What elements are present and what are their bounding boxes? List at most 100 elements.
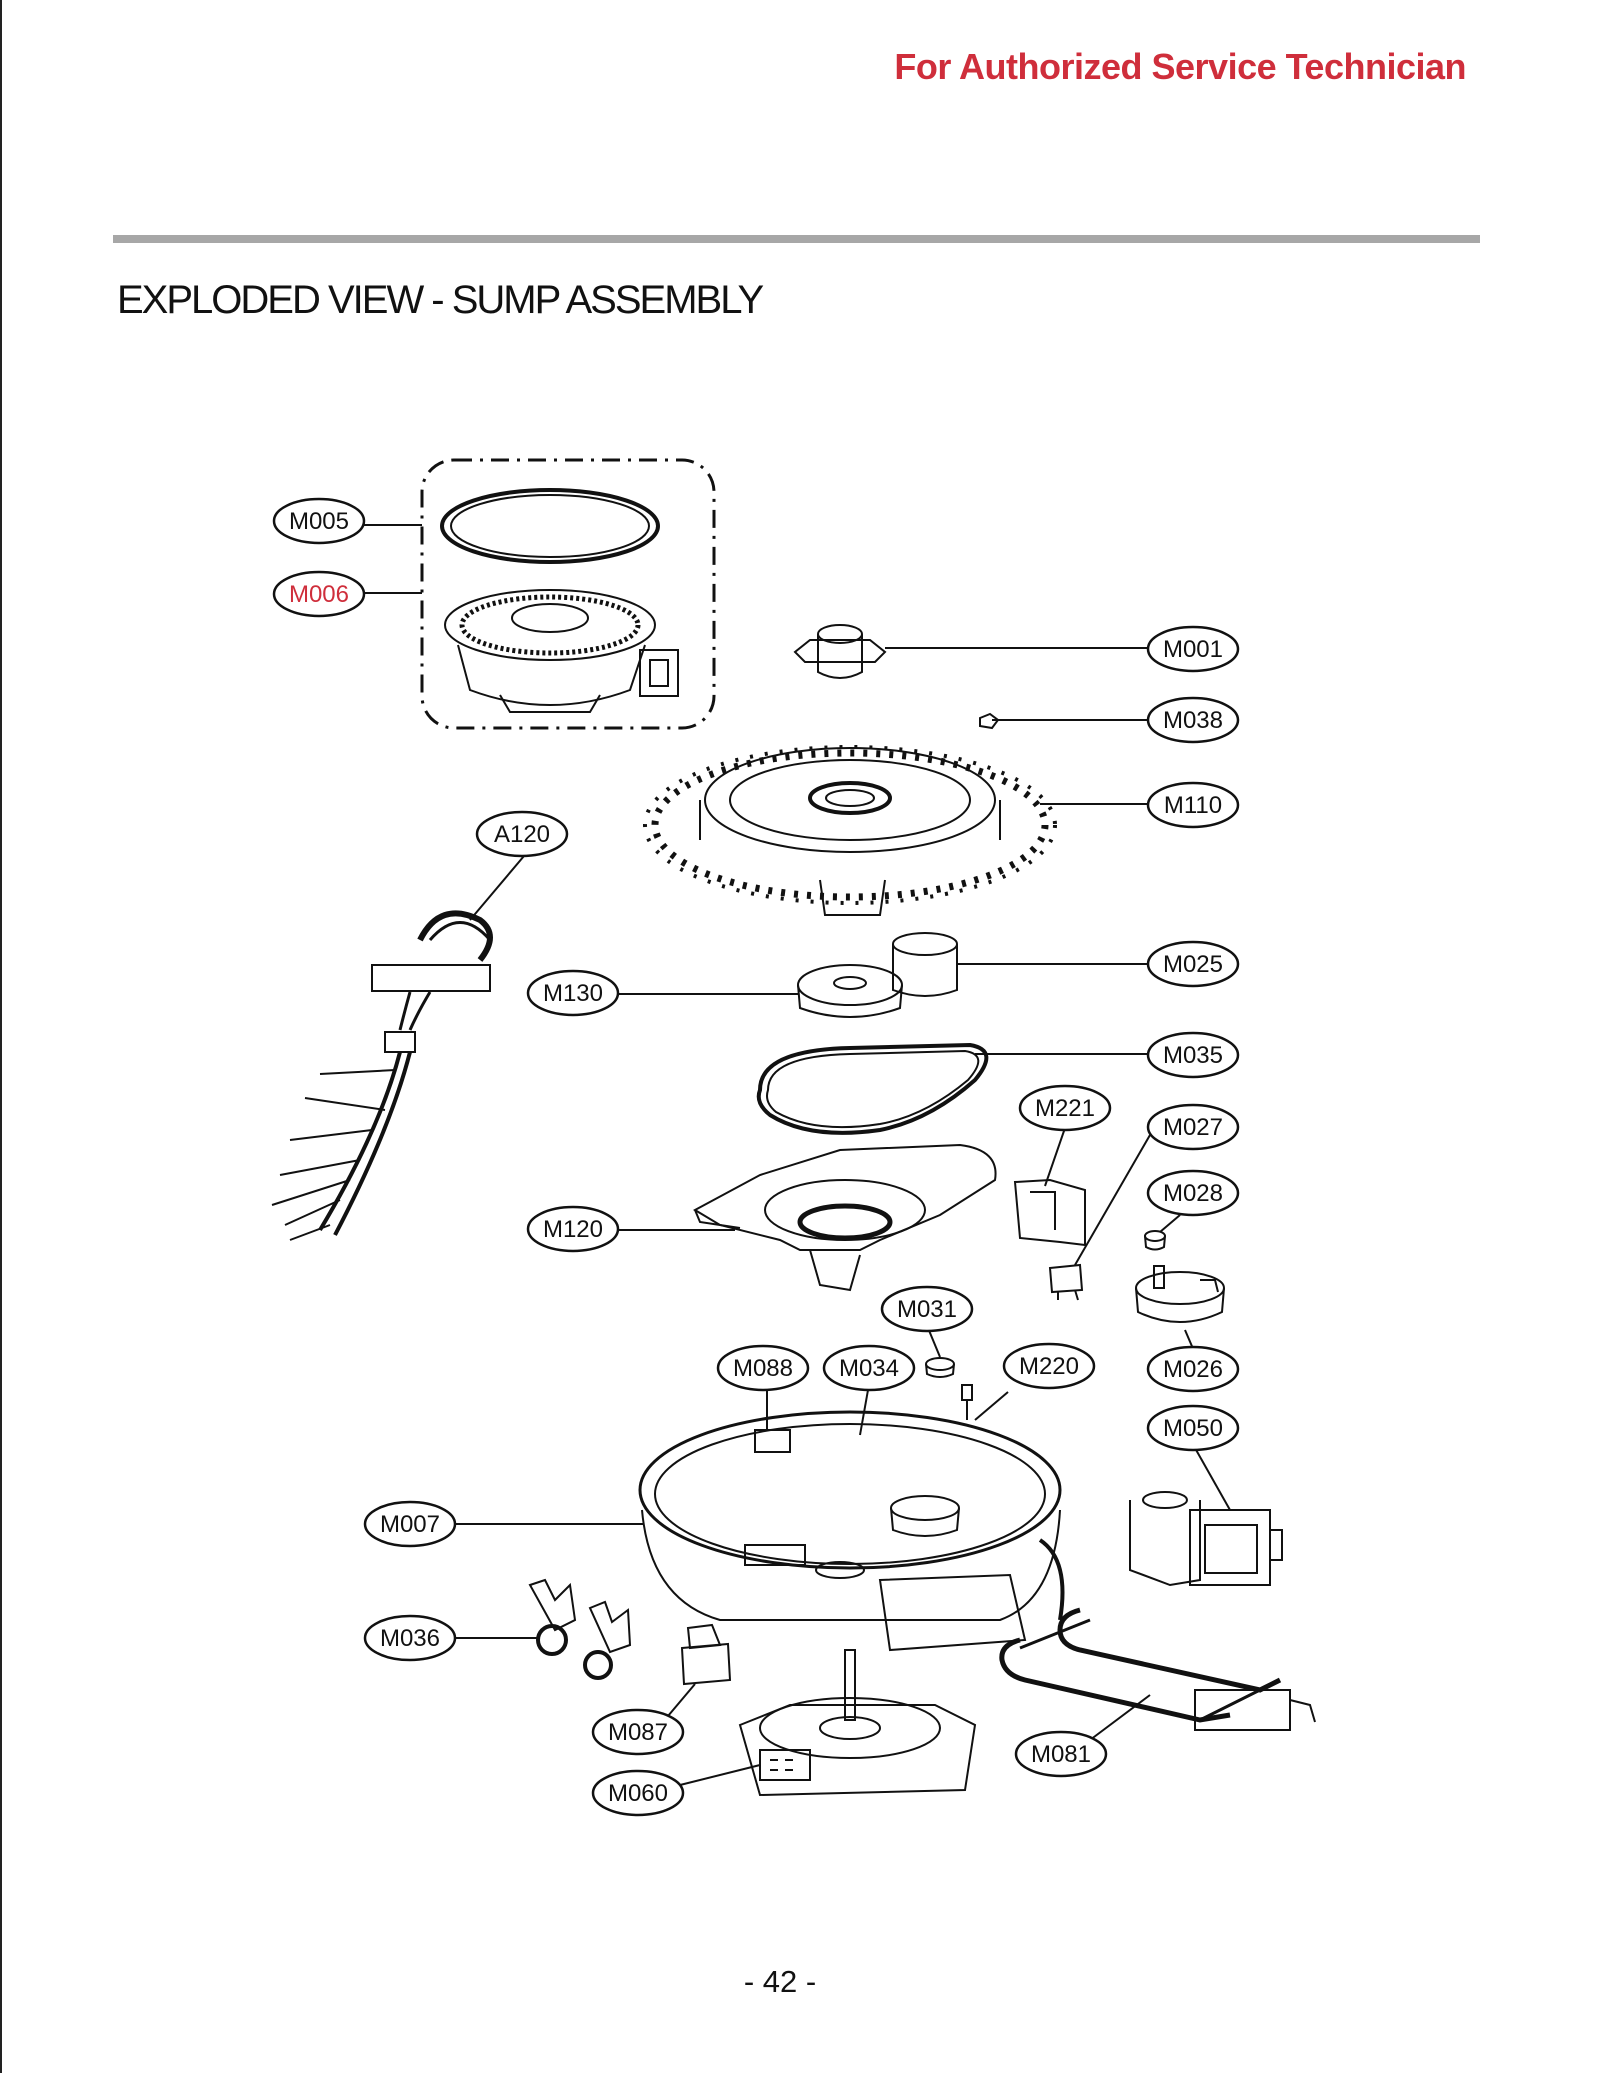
part-m088 bbox=[754, 1429, 791, 1453]
callout-m028: M028 bbox=[1146, 1169, 1240, 1217]
page-title: EXPLODED VIEW - SUMP ASSEMBLY bbox=[117, 278, 764, 322]
callout-m036: M036 bbox=[363, 1614, 457, 1662]
callout-leaders bbox=[357, 524, 1231, 1788]
part-m001 bbox=[793, 624, 887, 679]
callout-m034: M034 bbox=[822, 1344, 916, 1392]
part-m081-heater bbox=[999, 1538, 1316, 1731]
part-m221 bbox=[1013, 1178, 1086, 1247]
part-m120-sump bbox=[692, 1143, 997, 1292]
callout-m026: M026 bbox=[1146, 1345, 1240, 1393]
callout-label: M130 bbox=[543, 980, 603, 1007]
part-m026 bbox=[1135, 1265, 1225, 1323]
part-m007-sump-base bbox=[638, 1410, 1062, 1652]
header-title: For Authorized Service Technician bbox=[894, 46, 1466, 87]
part-m028 bbox=[1144, 1230, 1166, 1251]
callout-bubble bbox=[475, 810, 569, 858]
callout-label: M035 bbox=[1163, 1042, 1223, 1069]
callout-bubble bbox=[1146, 1345, 1240, 1393]
part-m130-impeller bbox=[797, 964, 903, 1018]
callout-layer: M005M006M001M038M110A120M025M130M035M221… bbox=[272, 497, 1240, 1817]
callout-bubble bbox=[1018, 1084, 1112, 1132]
callout-m087: M087 bbox=[591, 1708, 685, 1756]
callout-m038: M038 bbox=[1146, 696, 1240, 744]
page-number: - 42 - bbox=[743, 1964, 817, 1999]
part-m006-pump-assembly bbox=[444, 589, 679, 713]
callout-m120: M120 bbox=[526, 1205, 620, 1253]
callout-label: M087 bbox=[608, 1719, 668, 1746]
part-a120-wire-harness bbox=[271, 910, 493, 1241]
callout-m035: M035 bbox=[1146, 1031, 1240, 1079]
callout-bubble bbox=[1146, 625, 1240, 673]
callout-a120: A120 bbox=[475, 810, 569, 858]
callout-bubble bbox=[880, 1285, 974, 1333]
callout-bubble bbox=[1146, 1103, 1240, 1151]
callout-label: M007 bbox=[380, 1511, 440, 1538]
callout-m005: M005 bbox=[272, 497, 366, 545]
callout-label: M050 bbox=[1163, 1415, 1223, 1442]
callout-label: M088 bbox=[733, 1355, 793, 1382]
callout-bubble bbox=[591, 1708, 685, 1756]
callout-m006: M006 bbox=[272, 570, 366, 618]
callout-bubble bbox=[1146, 696, 1240, 744]
page-border bbox=[0, 0, 2, 2073]
callout-bubble bbox=[1146, 1404, 1240, 1452]
callout-m221: M221 bbox=[1018, 1084, 1112, 1132]
callout-label: M001 bbox=[1163, 636, 1223, 663]
callout-label: M006 bbox=[289, 581, 349, 608]
callout-label: M034 bbox=[839, 1355, 899, 1382]
callout-bubble bbox=[1146, 781, 1240, 829]
callout-bubble bbox=[591, 1769, 685, 1817]
callout-label: M028 bbox=[1163, 1180, 1223, 1207]
part-m031 bbox=[925, 1357, 955, 1378]
header-divider bbox=[113, 235, 1480, 243]
callout-label: M031 bbox=[897, 1296, 957, 1323]
callout-m060: M060 bbox=[591, 1769, 685, 1817]
callout-label: M221 bbox=[1035, 1095, 1095, 1122]
callout-label: A120 bbox=[494, 821, 550, 848]
callout-m130: M130 bbox=[526, 969, 620, 1017]
callout-label: M025 bbox=[1163, 951, 1223, 978]
part-m025 bbox=[892, 932, 958, 997]
part-m220 bbox=[961, 1384, 973, 1420]
callout-bubble bbox=[822, 1344, 916, 1392]
callout-label: M026 bbox=[1163, 1356, 1223, 1383]
callout-m110: M110 bbox=[1146, 781, 1240, 829]
callout-label: M110 bbox=[1164, 792, 1222, 819]
callout-label: M027 bbox=[1163, 1114, 1223, 1141]
part-m036-clamps bbox=[528, 1578, 632, 1680]
callout-bubble bbox=[526, 1205, 620, 1253]
callout-label: M120 bbox=[543, 1216, 603, 1243]
callout-m088: M088 bbox=[716, 1344, 810, 1392]
callout-bubble bbox=[1014, 1730, 1108, 1778]
callout-label: M036 bbox=[380, 1625, 440, 1652]
part-m027 bbox=[1048, 1263, 1084, 1301]
callout-m031: M031 bbox=[880, 1285, 974, 1333]
part-m005-gasket bbox=[440, 488, 660, 564]
part-m035-gasket bbox=[756, 1042, 989, 1135]
part-m060-motor bbox=[738, 1649, 977, 1797]
callout-m025: M025 bbox=[1146, 940, 1240, 988]
callout-m007: M007 bbox=[363, 1500, 457, 1548]
callout-bubble bbox=[1146, 940, 1240, 988]
part-m038 bbox=[979, 712, 1000, 730]
callout-label: M005 bbox=[289, 508, 349, 535]
part-m050-drain-pump bbox=[1129, 1491, 1283, 1587]
callout-bubble bbox=[716, 1344, 810, 1392]
callout-m001: M001 bbox=[1146, 625, 1240, 673]
callout-label: M081 bbox=[1031, 1741, 1091, 1768]
callout-label: M060 bbox=[608, 1780, 668, 1807]
callout-bubble bbox=[526, 969, 620, 1017]
callout-m050: M050 bbox=[1146, 1404, 1240, 1452]
callout-bubble bbox=[363, 1500, 457, 1548]
callout-label: M220 bbox=[1019, 1353, 1079, 1380]
callout-bubble bbox=[272, 497, 366, 545]
callout-label: M038 bbox=[1163, 707, 1223, 734]
callout-m220: M220 bbox=[1002, 1342, 1096, 1390]
callout-bubble bbox=[1002, 1342, 1096, 1390]
callout-bubble bbox=[272, 570, 366, 618]
part-m087 bbox=[680, 1623, 732, 1686]
callout-bubble bbox=[1146, 1031, 1240, 1079]
callout-bubble bbox=[1146, 1169, 1240, 1217]
callout-m081: M081 bbox=[1014, 1730, 1108, 1778]
